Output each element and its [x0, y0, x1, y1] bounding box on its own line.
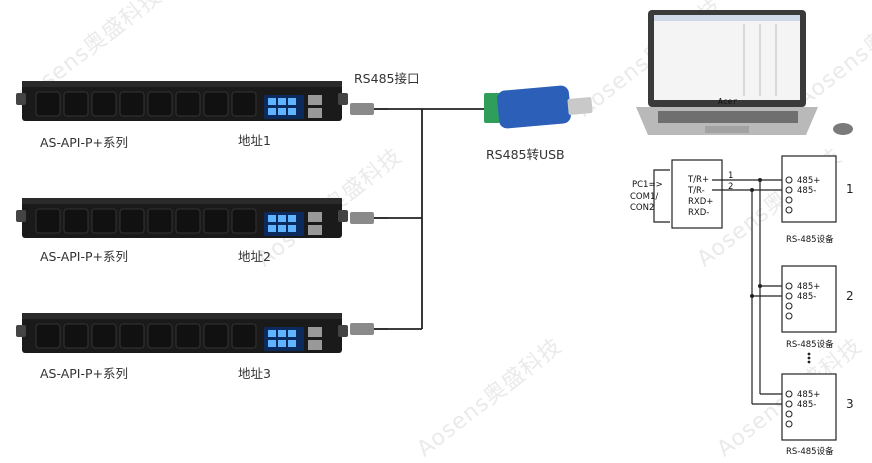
- rs485-device-2: 485+ 485- RS-485设备 2: [781, 265, 854, 350]
- rj45-connector-1: [350, 103, 388, 115]
- device1-term-minus: 485-: [797, 186, 816, 196]
- device3-term-minus: 485-: [797, 400, 816, 410]
- device2-number: 2: [846, 289, 854, 303]
- rs485-port-label: RS485接口: [354, 71, 420, 86]
- device3-number: 3: [846, 397, 854, 411]
- device3-term-plus: 485+: [797, 390, 820, 400]
- device3-label: RS-485设备: [786, 446, 834, 457]
- laptop-brand: Acer: [718, 97, 737, 106]
- pdu-unit-1: [16, 81, 348, 121]
- pc-label-1: PC1=>: [632, 180, 663, 190]
- rs485-device-3: 485+ 485- RS-485设备 3: [781, 373, 854, 457]
- laptop: Acer: [636, 10, 853, 135]
- usb-converter: [484, 85, 593, 129]
- pin-rxd-minus: RXD-: [688, 208, 709, 218]
- junction-dots: [750, 178, 762, 298]
- socket-row: [35, 91, 257, 117]
- device2-term-minus: 485-: [797, 292, 816, 302]
- device2-label: RS-485设备: [786, 339, 834, 350]
- pdu2-series-label: AS-API-P+系列: [40, 249, 129, 264]
- pdu3-address-label: 地址3: [238, 366, 271, 381]
- pc-label-3: CON2: [630, 203, 654, 213]
- rs485-device-1: 485+ 485- RS-485设备 1: [781, 155, 854, 245]
- pdu1-series-label: AS-API-P+系列: [40, 135, 129, 150]
- rj45-connector-3: [350, 323, 388, 335]
- converter-label: RS485转USB: [486, 147, 565, 162]
- pc-port-block: PC1=> COM1/ CON2 T/R+ T/R- RXD+ RXD-: [630, 159, 723, 229]
- line-label-1: 1: [728, 171, 733, 181]
- pdu-unit-3: [15, 312, 349, 354]
- device1-number: 1: [846, 182, 854, 196]
- pin-rxd-plus: RXD+: [688, 197, 713, 207]
- rj45-connector-2: [350, 212, 388, 224]
- device1-label: RS-485设备: [786, 234, 834, 245]
- pdu1-address-label: 地址1: [238, 133, 271, 148]
- bus-wiring: [388, 108, 488, 330]
- pdu2-address-label: 地址2: [238, 249, 271, 264]
- pc-label-2: COM1/: [630, 192, 658, 202]
- pdu3-series-label: AS-API-P+系列: [40, 366, 129, 381]
- device1-term-plus: 485+: [797, 176, 820, 186]
- pin-tr-plus: T/R+: [687, 175, 709, 185]
- line-label-2: 2: [728, 182, 733, 192]
- ellipsis-dots: [807, 352, 811, 364]
- pdu-unit-2: [15, 197, 349, 239]
- pin-tr-minus: T/R-: [687, 186, 705, 196]
- device2-term-plus: 485+: [797, 282, 820, 292]
- pdu-display: [264, 95, 304, 119]
